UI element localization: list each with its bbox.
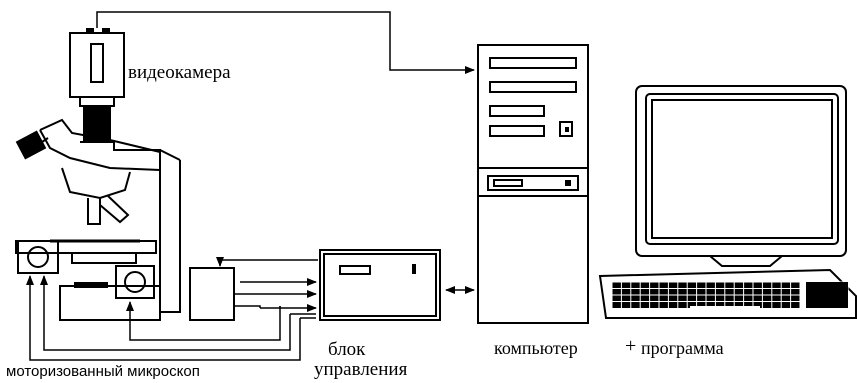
- computer-label: компьютер: [494, 338, 578, 358]
- microscope-icon: [15, 118, 235, 321]
- control-unit-icon: [319, 249, 441, 321]
- connection-lines: [26, 11, 475, 361]
- plus-label: +: [625, 335, 637, 357]
- monitor-icon: [635, 85, 847, 267]
- program-label: программа: [641, 338, 724, 358]
- camera-label: видеокамера: [128, 62, 231, 83]
- microscope-label: моторизованный микроскоп: [6, 363, 200, 380]
- keyboard-icon: [598, 268, 857, 319]
- control-unit-label-line1: блок: [328, 339, 366, 360]
- control-unit-label-line2: управления: [314, 359, 408, 380]
- video-camera-icon: [69, 28, 125, 142]
- computer-tower-icon: [477, 44, 589, 324]
